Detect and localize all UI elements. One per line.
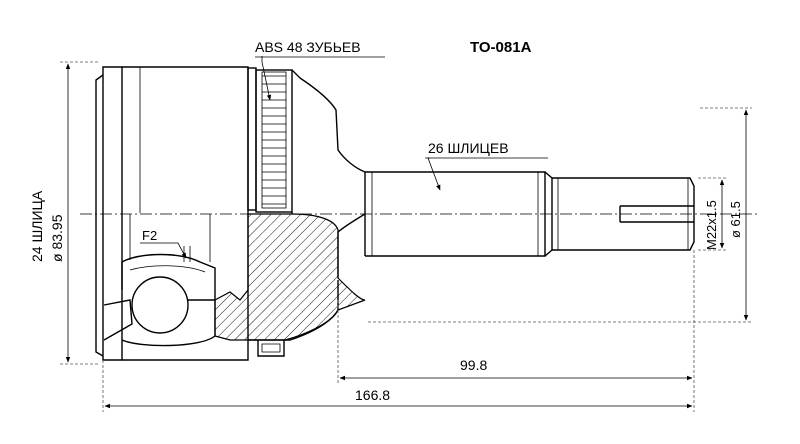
- abs-ring-teeth: [261, 71, 287, 209]
- leader-abs: [261, 56, 272, 101]
- thread-label: M22x1.5: [704, 200, 719, 250]
- part-number: TO-081A: [470, 39, 532, 56]
- ball-icon: [131, 276, 189, 334]
- stub-shaft: [364, 171, 695, 257]
- inner-diameter-label: ø 83.95: [49, 214, 65, 262]
- cv-joint-housing: [95, 66, 366, 361]
- section-hatch: [214, 213, 366, 341]
- leader-f2: [140, 242, 187, 259]
- total-length-label: 166.8: [355, 387, 390, 403]
- outer-diameter-label: ø 61.5: [728, 201, 743, 238]
- shaft-length-label: 99.8: [460, 357, 487, 373]
- inner-race-and-ball: [103, 214, 216, 347]
- leader-splines: [427, 157, 441, 191]
- flange-callout: F2: [142, 228, 157, 243]
- outer-splines-label: 26 ШЛИЦЕВ: [428, 140, 509, 156]
- inner-splines-label: 24 ШЛИЦА: [29, 190, 45, 262]
- abs-teeth-label: ABS 48 ЗУБЬЕВ: [255, 39, 361, 55]
